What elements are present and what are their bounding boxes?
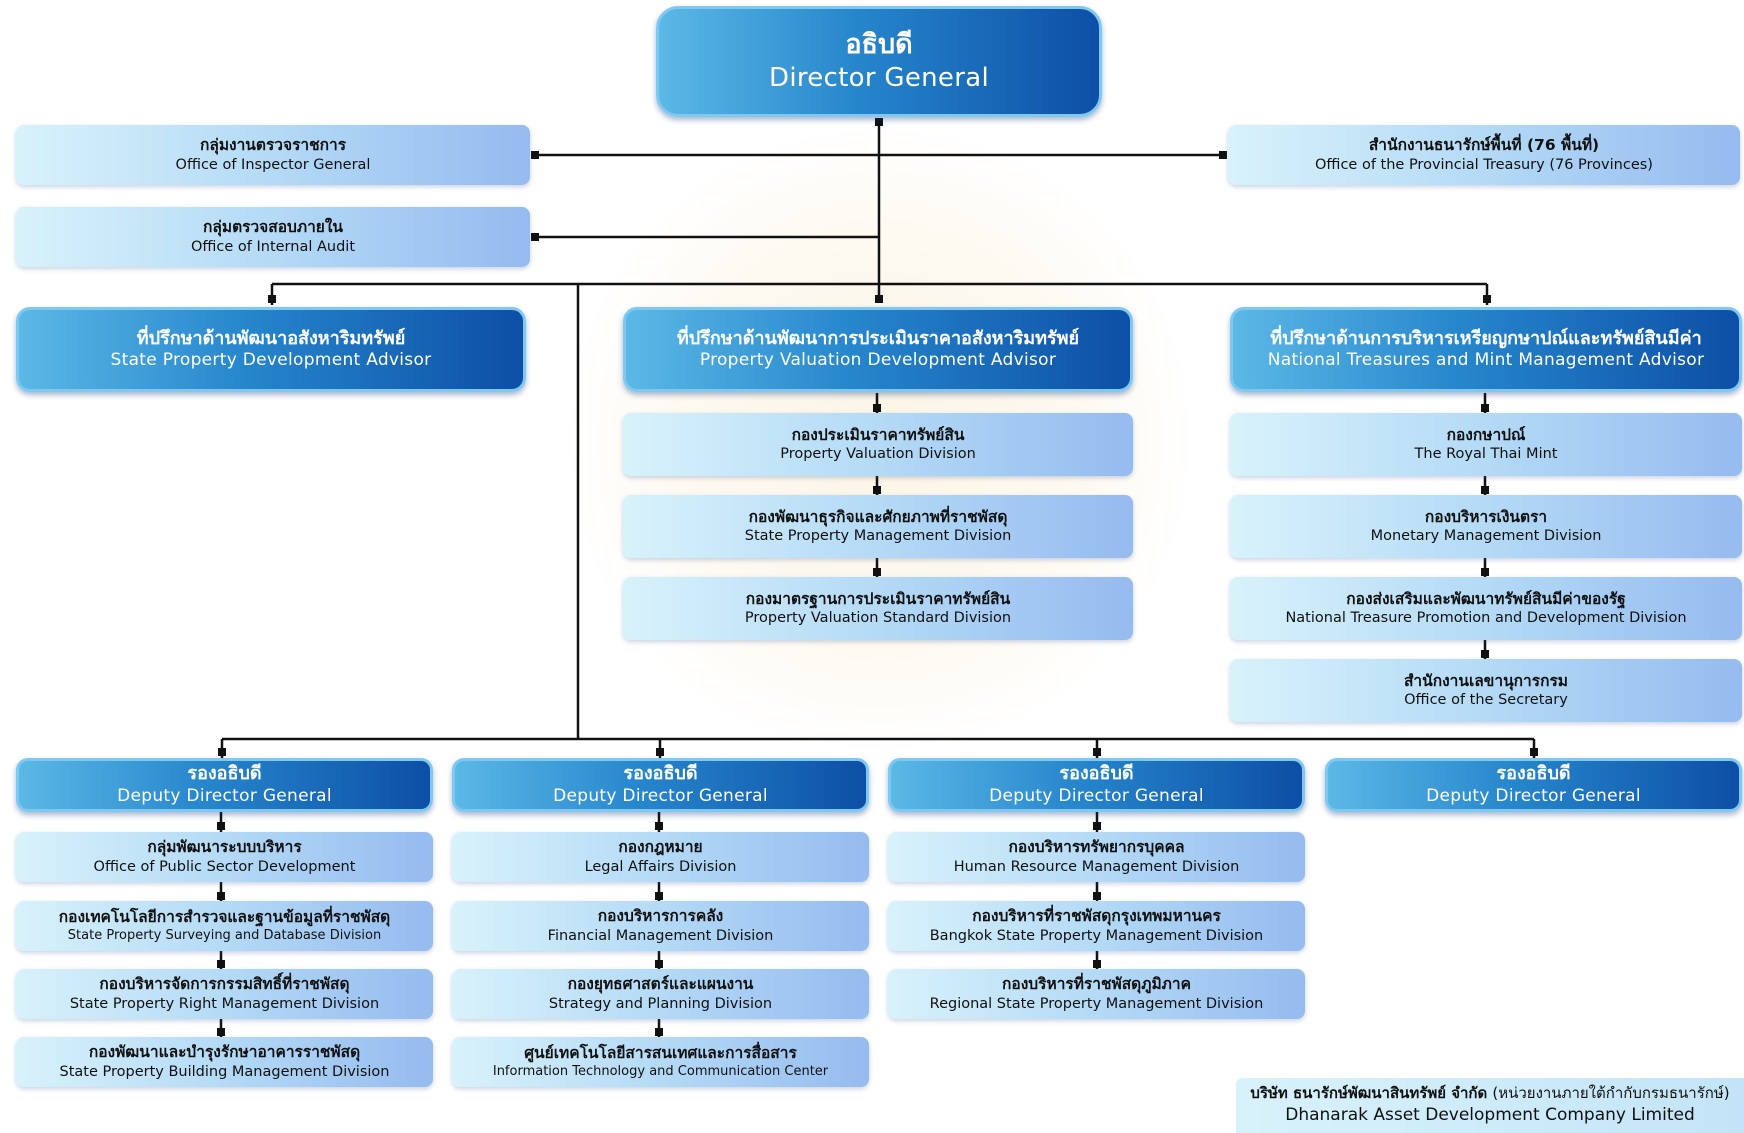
deputy-english: Deputy Director General [117,785,332,806]
advisor-property-valuation-box: ที่ปรึกษาด้านพัฒนาการประเมินราคาอสังหาริ… [623,307,1133,392]
advisor-english: National Treasures and Mint Management A… [1267,350,1705,371]
unit-english: State Property Building Management Divis… [59,1063,390,1080]
unit-thai: กองบริหารทรัพยากรบุคคล [1008,838,1185,857]
director-general-english: Director General [769,63,989,94]
valuation-unit-box: กองพัฒนาธุรกิจและศักยภาพที่ราชพัสดุ Stat… [623,495,1133,558]
deputy-unit-box: กองพัฒนาและบำรุงรักษาอาคารราชพัสดุ State… [16,1037,433,1087]
unit-english: State Property Surveying and Database Di… [67,927,382,943]
advisor-thai: ที่ปรึกษาด้านพัฒนาอสังหาริมทรัพย์ [136,327,406,349]
deputy-thai: รองอธิบดี [623,763,698,785]
valuation-unit-box: กองประเมินราคาทรัพย์สิน Property Valuati… [623,413,1133,476]
deputy-thai: รองอธิบดี [187,763,262,785]
unit-english: Regional State Property Management Divis… [929,995,1264,1012]
unit-english: Financial Management Division [547,927,774,944]
unit-thai: กองบริหารที่ราชพัสดุภูมิภาค [1002,975,1191,994]
unit-thai: ศูนย์เทคโนโลยีสารสนเทศและการสื่อสาร [524,1044,797,1063]
director-general-box: อธิบดี Director General [656,6,1102,117]
deputy-thai: รองอธิบดี [1059,763,1134,785]
unit-english: State Property Right Management Division [69,995,380,1012]
deputy-unit-box: กองยุทธศาสตร์และแผนงาน Strategy and Plan… [452,969,869,1019]
unit-english: Bangkok State Property Management Divisi… [929,927,1264,944]
company-thai: บริษัท ธนารักษ์พัฒนาสินทรัพย์ จำกัด [1250,1084,1488,1102]
unit-thai: กองเทคโนโลยีการสำรวจและฐานข้อมูลที่ราชพั… [58,908,391,927]
deputy-unit-box: กองบริหารทรัพยากรบุคคล Human Resource Ma… [888,832,1305,882]
unit-english: Strategy and Planning Division [548,995,773,1012]
unit-thai: กลุ่มพัฒนาระบบบริหาร [147,838,302,857]
unit-english: Human Resource Management Division [953,858,1240,875]
deputy-unit-box: กลุ่มพัฒนาระบบบริหาร Office of Public Se… [16,832,433,882]
unit-english: Property Valuation Division [780,446,976,463]
unit-english: Office of Public Sector Development [93,858,356,875]
unit-english: The Royal Thai Mint [1414,446,1558,463]
provincial-treasury-box: สำนักงานธนารักษ์พื้นที่ (76 พื้นที่) Off… [1228,125,1740,185]
unit-english: National Treasure Promotion and Developm… [1285,610,1687,627]
unit-english: Information Technology and Communication… [492,1063,829,1079]
unit-thai: กองกษาปณ์ [1446,425,1526,444]
unit-thai: กองประเมินราคาทรัพย์สิน [791,425,965,444]
advisor-english: State Property Development Advisor [110,350,432,371]
advisor-thai: ที่ปรึกษาด้านพัฒนาการประเมินราคาอสังหาริ… [676,327,1080,349]
unit-thai: กองกฎหมาย [618,838,703,857]
unit-thai: กลุ่มงานตรวจราชการ [199,136,347,155]
deputy-english: Deputy Director General [553,785,768,806]
unit-thai: กองบริหารที่ราชพัสดุกรุงเทพมหานคร [972,907,1221,926]
unit-english: Property Valuation Standard Division [744,610,1012,627]
unit-thai: สำนักงานธนารักษ์พื้นที่ (76 พื้นที่) [1368,136,1600,155]
company-english: Dhanarak Asset Development Company Limit… [1285,1104,1695,1125]
deputy-director-box: รองอธิบดี Deputy Director General [1325,758,1742,812]
unit-thai: กองพัฒนาและบำรุงรักษาอาคารราชพัสดุ [88,1043,361,1062]
deputy-english: Deputy Director General [989,785,1204,806]
treasure-unit-box: กองกษาปณ์ The Royal Thai Mint [1230,413,1742,476]
company-box: บริษัท ธนารักษ์พัฒนาสินทรัพย์ จำกัด (หน่… [1236,1078,1744,1133]
unit-english: State Property Management Division [744,528,1012,545]
advisor-thai: ที่ปรึกษาด้านการบริหารเหรียญกษาปณ์และทรั… [1270,327,1702,349]
company-note: (หน่วยงานภายใต้กำกับกรมธนารักษ์) [1492,1084,1730,1102]
treasure-unit-box: สำนักงานเลขานุการกรม Office of the Secre… [1230,659,1742,722]
unit-english: Office of the Secretary [1404,692,1568,709]
valuation-unit-box: กองมาตรฐานการประเมินราคาทรัพย์สิน Proper… [623,577,1133,640]
advisor-treasures-mint-box: ที่ปรึกษาด้านการบริหารเหรียญกษาปณ์และทรั… [1230,307,1742,392]
deputy-unit-box: กองบริหารที่ราชพัสดุกรุงเทพมหานคร Bangko… [888,901,1305,951]
unit-thai: กองบริหารจัดการกรรมสิทธิ์ที่ราชพัสดุ [99,975,350,994]
deputy-unit-box: กองกฎหมาย Legal Affairs Division [452,832,869,882]
deputy-director-box: รองอธิบดี Deputy Director General [888,758,1305,812]
deputy-unit-box: กองเทคโนโลยีการสำรวจและฐานข้อมูลที่ราชพั… [16,901,433,951]
advisor-state-property-box: ที่ปรึกษาด้านพัฒนาอสังหาริมทรัพย์ State … [16,307,526,392]
deputy-thai: รองอธิบดี [1496,763,1571,785]
unit-thai: กองพัฒนาธุรกิจและศักยภาพที่ราชพัสดุ [748,507,1008,526]
unit-thai: กองมาตรฐานการประเมินราคาทรัพย์สิน [745,589,1011,608]
unit-thai: กลุ่มตรวจสอบภายใน [202,218,344,237]
deputy-unit-box: กองบริหารที่ราชพัสดุภูมิภาค Regional Sta… [888,969,1305,1019]
treasure-unit-box: กองบริหารเงินตรา Monetary Management Div… [1230,495,1742,558]
deputy-unit-box: กองบริหารการคลัง Financial Management Di… [452,901,869,951]
deputy-unit-box: กองบริหารจัดการกรรมสิทธิ์ที่ราชพัสดุ Sta… [16,969,433,1019]
unit-thai: กองส่งเสริมและพัฒนาทรัพย์สินมีค่าของรัฐ [1346,589,1626,608]
deputy-director-box: รองอธิบดี Deputy Director General [452,758,869,812]
unit-thai: สำนักงานเลขานุการกรม [1403,671,1569,690]
internal-audit-box: กลุ่มตรวจสอบภายใน Office of Internal Aud… [16,207,530,267]
deputy-english: Deputy Director General [1426,785,1641,806]
director-general-thai: อธิบดี [845,29,913,61]
unit-english: Office of Inspector General [175,156,371,173]
unit-english: Office of the Provincial Treasury (76 Pr… [1315,156,1653,173]
unit-english: Office of Internal Audit [190,238,356,255]
unit-thai: กองยุทธศาสตร์และแผนงาน [567,975,754,994]
unit-thai: กองบริหารการคลัง [597,907,724,926]
unit-thai: กองบริหารเงินตรา [1424,507,1548,526]
unit-english: Legal Affairs Division [584,858,737,875]
inspector-general-box: กลุ่มงานตรวจราชการ Office of Inspector G… [16,125,530,185]
deputy-unit-box: ศูนย์เทคโนโลยีสารสนเทศและการสื่อสาร Info… [452,1037,869,1087]
deputy-director-box: รองอธิบดี Deputy Director General [16,758,433,812]
treasure-unit-box: กองส่งเสริมและพัฒนาทรัพย์สินมีค่าของรัฐ … [1230,577,1742,640]
advisor-english: Property Valuation Development Advisor [699,350,1057,371]
unit-english: Monetary Management Division [1370,528,1602,545]
